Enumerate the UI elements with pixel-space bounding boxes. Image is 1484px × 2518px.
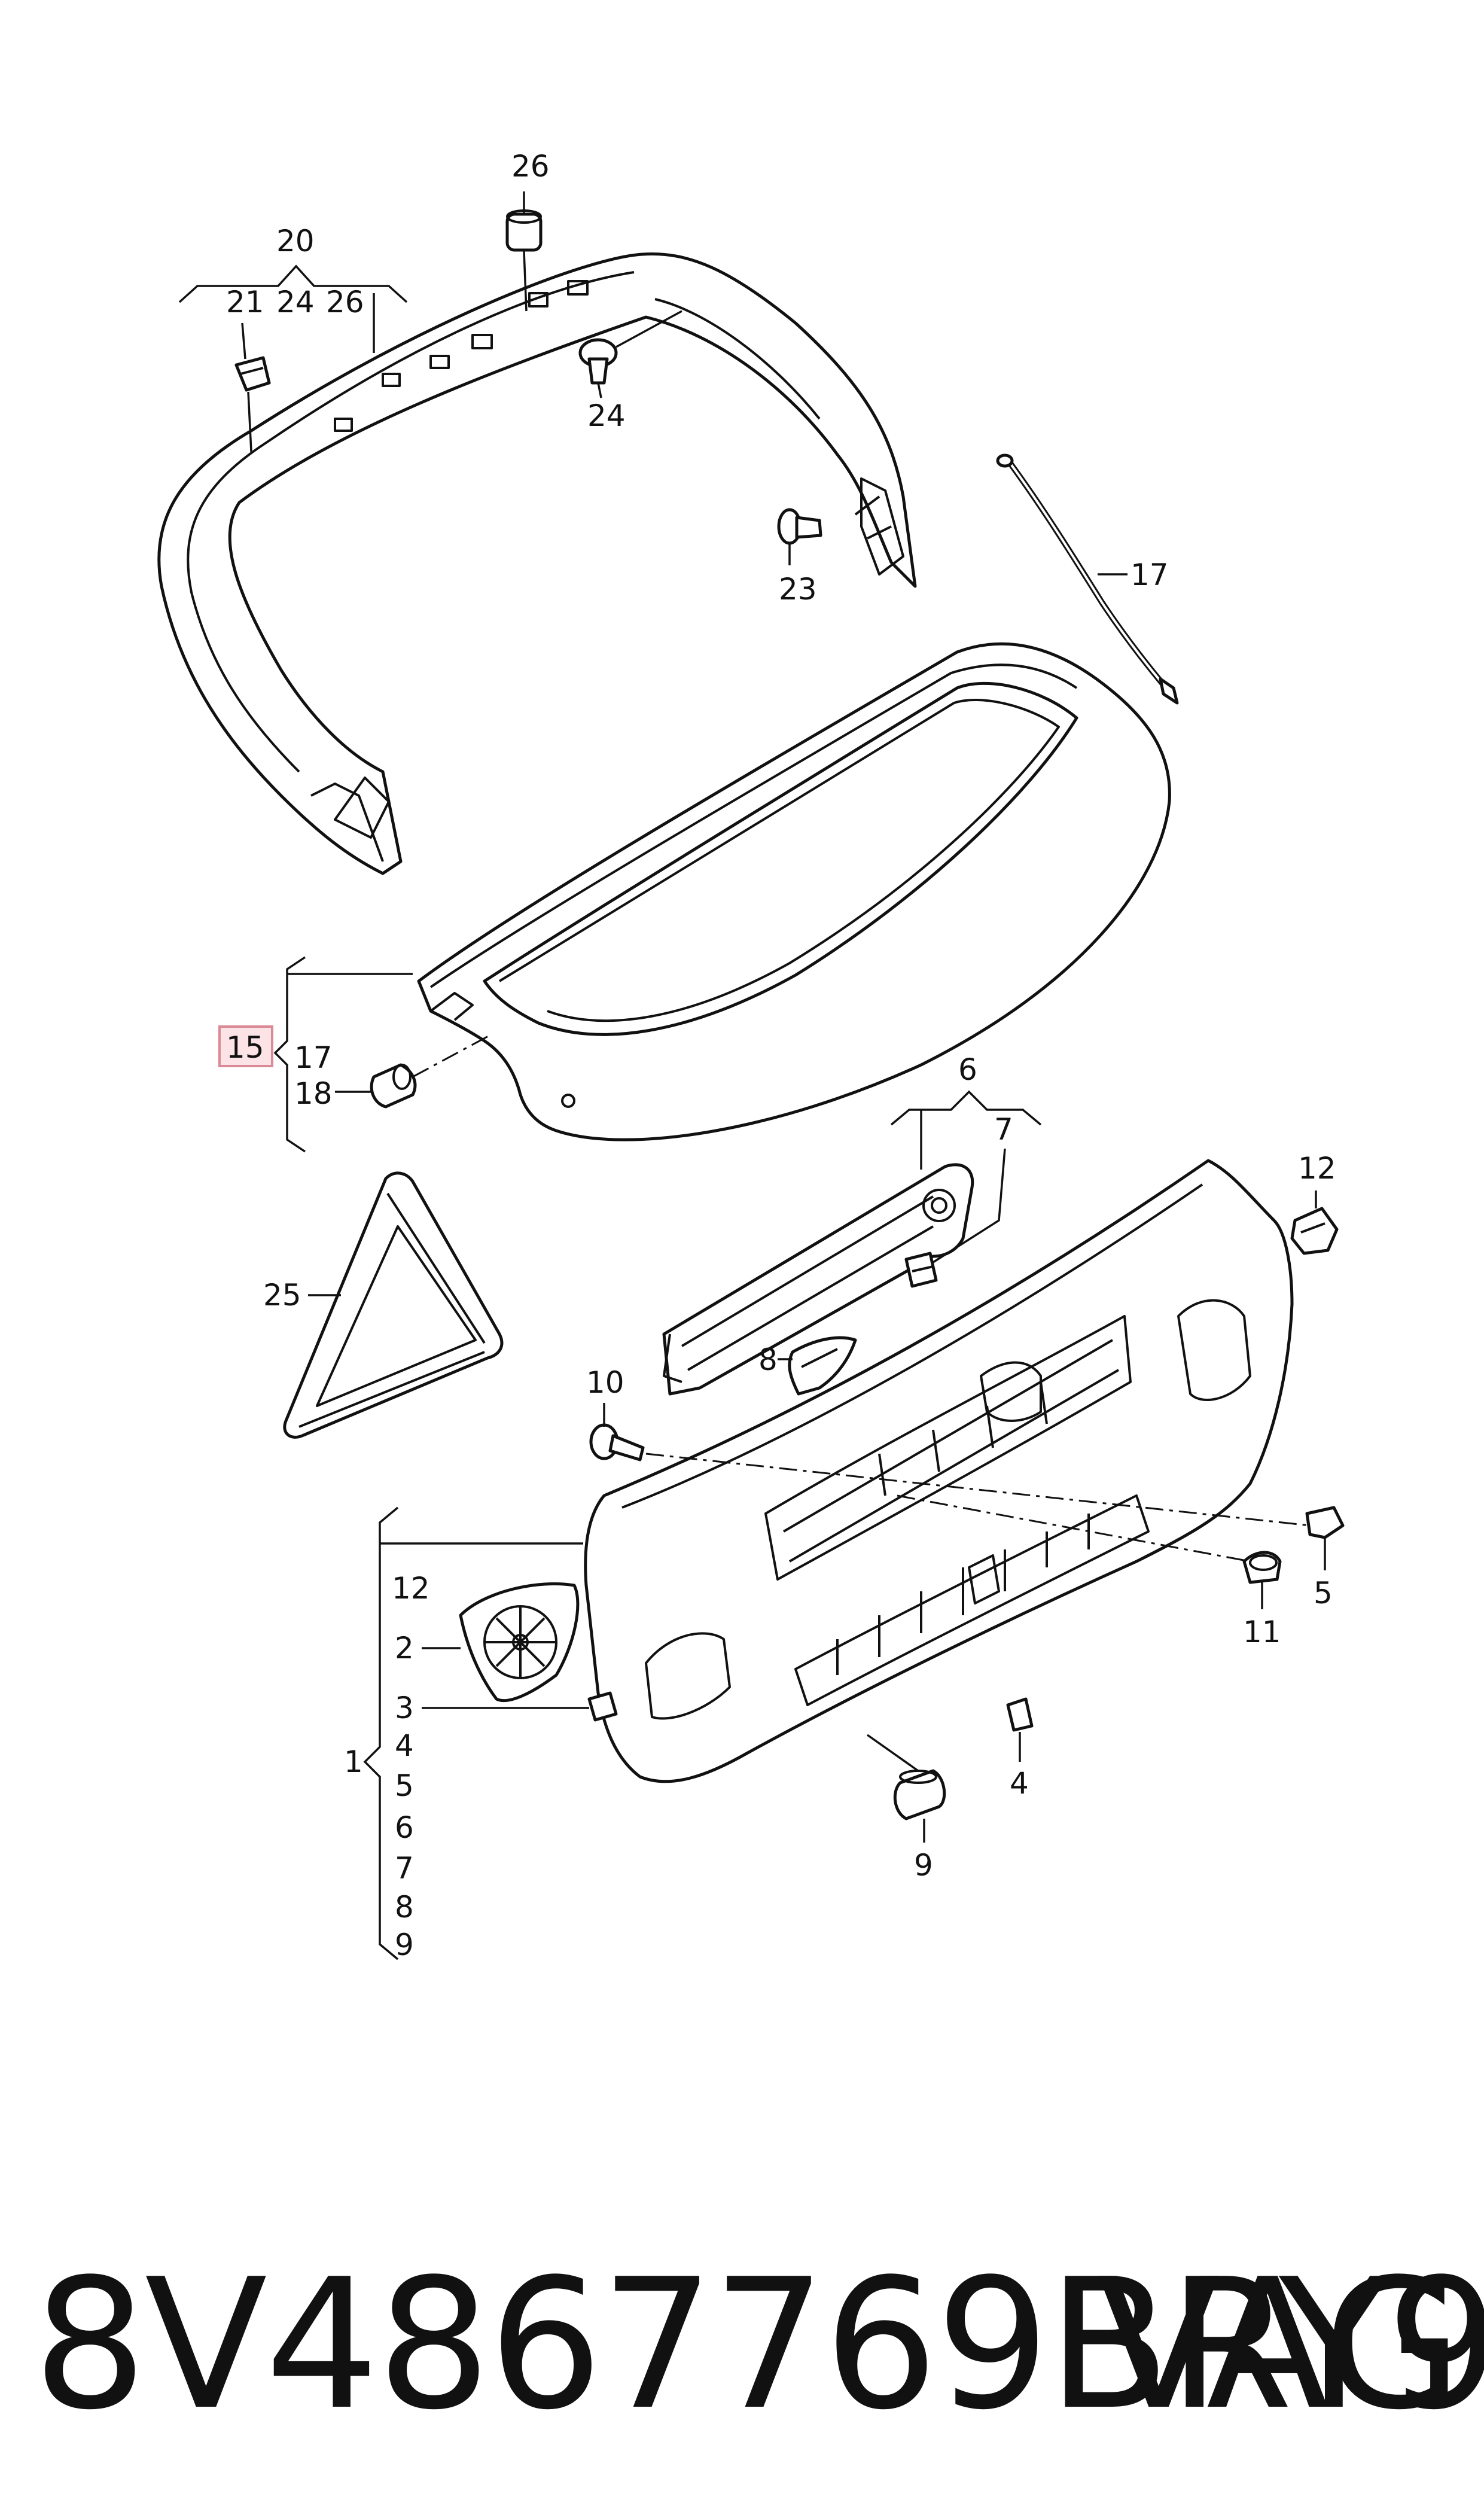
callout-15: 15: [226, 1030, 264, 1065]
callout-11: 11: [1243, 1615, 1281, 1649]
callout-12-list: 12: [392, 1571, 430, 1606]
clip-7: [904, 1252, 938, 1288]
callout-9: 9: [914, 1848, 933, 1883]
callout-8-list: 8: [395, 1890, 414, 1925]
expanding-rivet-23: [777, 508, 822, 545]
trim-piece-8: [788, 1336, 857, 1396]
callout-18: 18: [294, 1076, 333, 1111]
callout-7: 7: [994, 1112, 1013, 1147]
clip-5: [1305, 1506, 1345, 1539]
part-number: 8V4867769BRY9: [33, 2240, 1484, 2449]
callout-1: 1: [344, 1744, 363, 1779]
callout-3: 3: [395, 1691, 414, 1725]
callout-26-sub: 26: [326, 285, 364, 319]
buffer-18: [370, 1063, 417, 1109]
callout-2: 2: [395, 1631, 414, 1666]
callout-24-sub: 24: [276, 285, 315, 319]
grab-handle-6: [662, 1163, 974, 1396]
assembly-line-11: [897, 1494, 1251, 1563]
callout-25: 25: [263, 1278, 301, 1313]
assembly-line-18: [412, 1034, 491, 1078]
leader-lines: [178, 191, 1326, 1960]
callout-8: 8: [758, 1342, 778, 1377]
highlight-box-15: [218, 1025, 273, 1067]
callout-20: 20: [276, 224, 315, 258]
callout-6: 6: [958, 1052, 977, 1087]
callout-5-list: 5: [395, 1768, 414, 1803]
callout-labels: 26 20 21 24 26 24 23 17 15 17 18 6 7 12 …: [226, 149, 1336, 1962]
clip-3: [587, 1691, 618, 1722]
callout-10: 10: [586, 1365, 624, 1400]
window-frame-trim: [157, 252, 917, 875]
speaker-cover-2: [459, 1582, 580, 1703]
assembly-line-10: [645, 1453, 1311, 1527]
callout-21: 21: [226, 285, 264, 319]
clip-21: [234, 356, 271, 392]
expanding-rivet-24: [578, 338, 618, 385]
callout-17-wire: 17: [1130, 558, 1169, 592]
buffer-9: [893, 1769, 946, 1820]
exploded-parts-diagram: 26 20 21 24 26 24 23 17 15 17 18 6 7 12 …: [157, 149, 1345, 1962]
callout-26-top: 26: [511, 149, 550, 184]
callout-6-list: 6: [395, 1810, 414, 1845]
callout-5: 5: [1314, 1576, 1333, 1610]
clip-4: [1006, 1697, 1034, 1732]
upper-tailgate-trim-15: [417, 642, 1171, 1141]
rubber-buffer-26: [505, 209, 543, 252]
lower-tailgate-trim-1: [584, 1159, 1294, 1783]
callout-7-list: 7: [395, 1851, 414, 1886]
screw-10: [589, 1423, 645, 1462]
clip-12: [1290, 1207, 1339, 1255]
callout-17-sub: 17: [294, 1040, 333, 1075]
brand-name: VAG: [1097, 2240, 1462, 2449]
callout-4-list: 4: [395, 1728, 414, 1763]
callout-23: 23: [779, 572, 817, 607]
warning-triangle-25: [283, 1171, 504, 1439]
callout-24: 24: [587, 398, 626, 433]
clip-11: [1242, 1551, 1282, 1584]
callout-4: 4: [1010, 1766, 1029, 1801]
callout-9-list: 9: [395, 1928, 414, 1962]
callout-12-right: 12: [1298, 1151, 1336, 1186]
cable-17: [996, 453, 1179, 705]
